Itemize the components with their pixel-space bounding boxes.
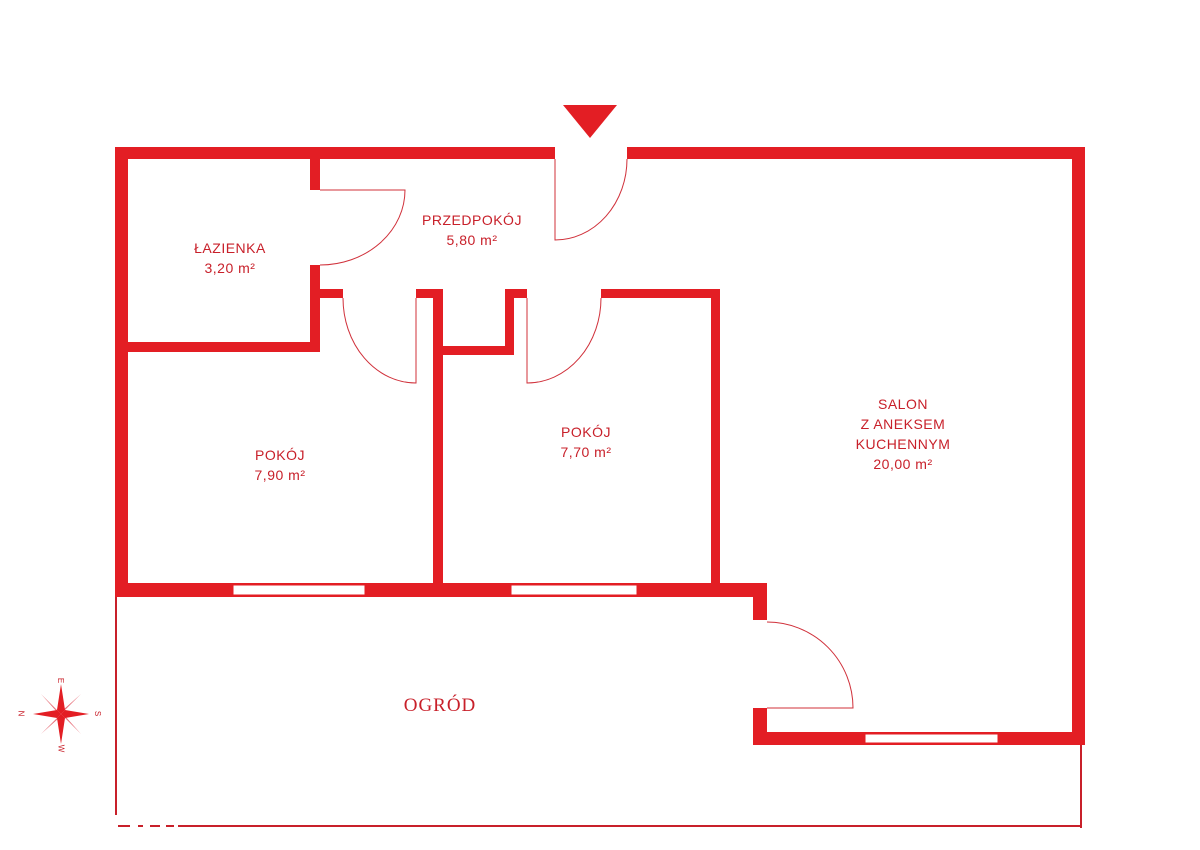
room-area: 7,90 m²	[254, 467, 306, 483]
bathroom-door	[319, 189, 406, 266]
room2-door	[526, 297, 602, 384]
wall	[711, 289, 720, 585]
compass-rose-icon	[33, 684, 89, 744]
wall	[433, 289, 443, 585]
wall	[115, 147, 555, 159]
wall	[128, 342, 320, 352]
wall	[115, 583, 767, 597]
room-label-przedpokoj: PRZEDPOKÓJ 5,80 m²	[422, 210, 522, 250]
room-area: 20,00 m²	[873, 456, 933, 472]
entrance-door	[554, 158, 628, 241]
compass-east: E	[56, 677, 66, 684]
wall	[115, 147, 128, 597]
room-name: POKÓJ	[561, 424, 611, 440]
wall	[310, 265, 320, 352]
room-area: 7,70 m²	[560, 444, 612, 460]
garden-door	[766, 621, 854, 709]
room-name: ŁAZIENKA	[194, 240, 266, 256]
window	[864, 733, 999, 744]
window	[510, 584, 638, 596]
room-name-line3: KUCHENNYM	[855, 436, 951, 452]
windows	[232, 584, 999, 744]
garden-label: OGRÓD	[403, 695, 477, 716]
room-label-lazienka: ŁAZIENKA 3,20 m²	[194, 238, 266, 278]
room-name: SALON	[878, 396, 928, 412]
garden-boundary	[115, 597, 1082, 828]
room-label-pokoj-1: POKÓJ 7,90 m²	[255, 445, 306, 485]
wall	[505, 289, 514, 355]
wall	[320, 289, 343, 298]
wall	[1072, 147, 1085, 745]
room-label-pokoj-2: POKÓJ 7,70 m²	[561, 422, 612, 462]
wall	[627, 147, 1085, 159]
wall	[753, 583, 767, 620]
room-label-salon: SALON Z ANEKSEM KUCHENNYM 20,00 m²	[856, 394, 951, 474]
wall	[310, 159, 320, 190]
room-area: 5,80 m²	[446, 232, 498, 248]
room1-door	[342, 297, 417, 384]
wall	[601, 289, 720, 298]
entrance-arrow-icon	[563, 105, 617, 138]
wall	[441, 346, 512, 355]
compass-south: S	[93, 710, 103, 717]
room-name: PRZEDPOKÓJ	[422, 212, 522, 228]
compass-north: N	[16, 710, 26, 717]
wall	[416, 289, 443, 298]
compass-west: W	[56, 744, 66, 753]
doors	[319, 158, 854, 709]
room-name: POKÓJ	[255, 447, 305, 463]
room-area: 3,20 m²	[204, 260, 256, 276]
room-name-line2: Z ANEKSEM	[860, 416, 946, 432]
wall	[505, 289, 527, 298]
window	[232, 584, 366, 596]
